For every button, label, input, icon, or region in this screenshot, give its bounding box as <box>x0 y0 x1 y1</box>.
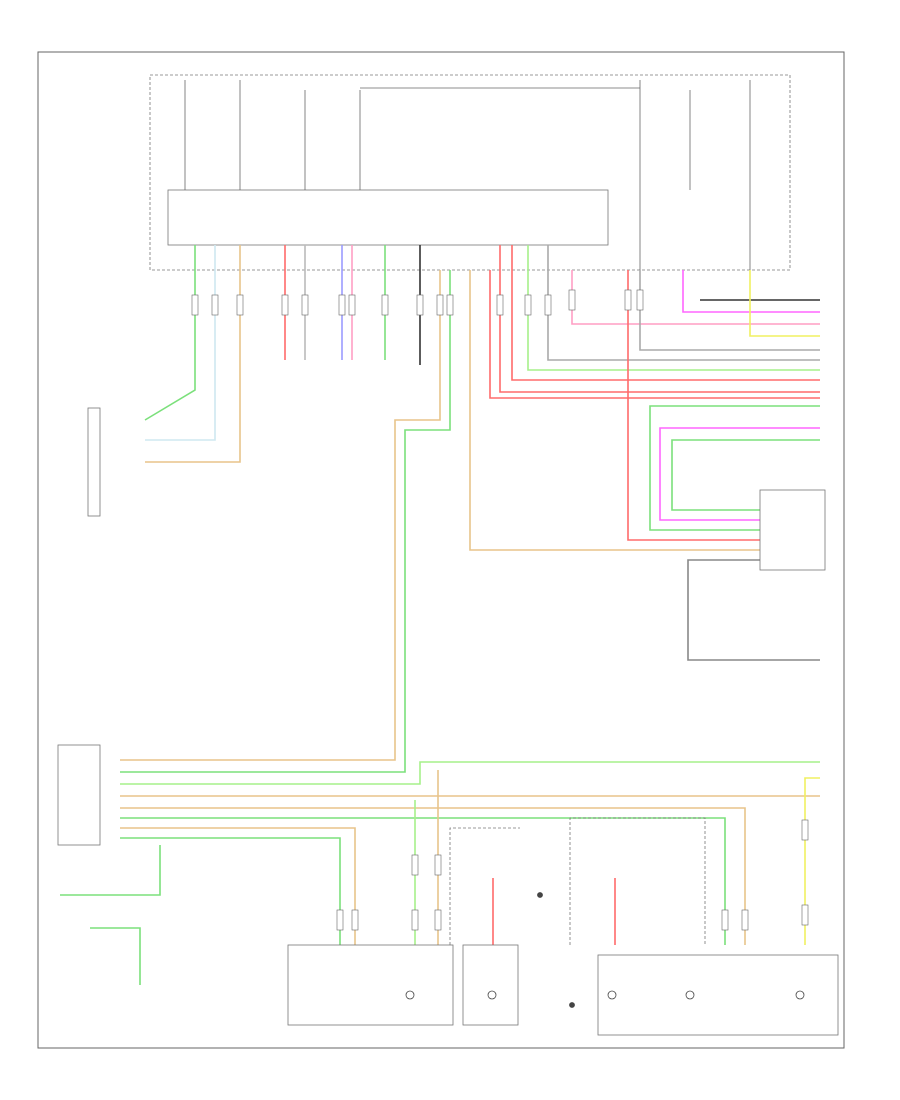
wire-green-11 <box>60 845 161 896</box>
wire-red-5 <box>627 270 760 541</box>
wire-tan-5 <box>120 807 746 945</box>
wire-green-7 <box>120 761 820 785</box>
bottom-module-center <box>462 944 519 1026</box>
wire-tan-3 <box>120 270 441 761</box>
wire-yellow-2 <box>804 777 820 945</box>
wire-green-1 <box>144 245 196 421</box>
wire-tan-1 <box>145 245 241 463</box>
right-harness-wires <box>469 245 820 661</box>
bottom-module-right <box>597 954 839 1036</box>
wire-green-9 <box>120 837 341 945</box>
wire-green-8 <box>120 817 726 945</box>
top-fuse-lines <box>184 80 751 270</box>
wire-tan-6 <box>120 827 356 945</box>
wire-red-3 <box>499 245 820 393</box>
relay-output-wires <box>144 245 421 463</box>
wire-gray-2 <box>639 270 820 351</box>
wire-pink-2 <box>571 270 820 325</box>
bottom-module-left <box>287 944 454 1026</box>
wire-green-3 <box>527 245 820 371</box>
wire-gray-3 <box>547 245 820 361</box>
wire-red-4 <box>489 270 820 399</box>
main-relay-block <box>167 189 609 246</box>
bottom-dashed-outline <box>449 817 706 945</box>
lamp-symbols <box>405 892 805 1008</box>
wire-magenta-2 <box>659 427 820 521</box>
wire-green-5 <box>671 439 820 511</box>
lower-left-connector-block <box>57 744 101 846</box>
lower-trunk-wires <box>60 270 820 985</box>
wire-green-6 <box>120 270 451 773</box>
wire-red-2 <box>511 245 820 381</box>
wire-cyan-1 <box>145 245 216 441</box>
diagram-frame <box>37 51 845 1049</box>
wire-tan-2 <box>469 270 760 551</box>
left-connector-block <box>87 407 101 517</box>
top-fuse-box-outline <box>149 74 791 271</box>
wire-green-12 <box>90 927 141 985</box>
wire-yellow-1 <box>749 270 820 337</box>
connector-marks <box>191 289 809 931</box>
right-module-box <box>759 489 826 571</box>
wire-magenta-1 <box>682 270 820 313</box>
wire-gray-4 <box>687 559 820 661</box>
wire-green-4 <box>649 405 820 531</box>
